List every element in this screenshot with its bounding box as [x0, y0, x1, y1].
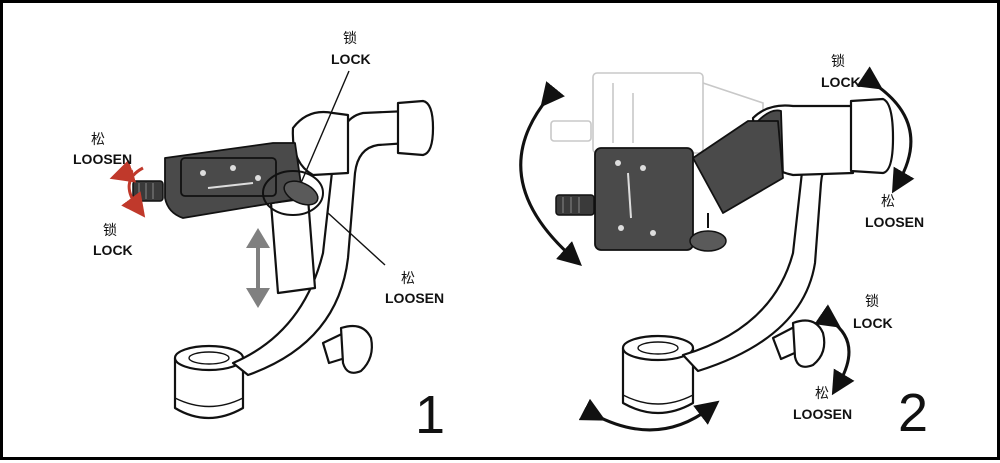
svg-text:锁: 锁 — [865, 294, 879, 310]
label-lock-base-2: 锁 LOCK — [853, 294, 893, 331]
svg-text:松: 松 — [881, 194, 895, 210]
svg-text:LOCK: LOCK — [853, 315, 893, 331]
panel-number-2: 2 — [898, 383, 928, 443]
svg-text:LOCK: LOCK — [821, 74, 861, 90]
panel-1: 松 LOOSEN 锁 LOCK 锁 LOCK 松 LOOSEN 1 — [73, 31, 445, 445]
panel-2: 锁 LOCK 松 LOOSEN 锁 LOCK 松 LOOSEN 2 — [519, 54, 928, 443]
svg-text:松: 松 — [815, 386, 829, 402]
base-cup-2 — [621, 334, 695, 414]
clamp-knob-1 — [132, 180, 164, 202]
base-cup-1 — [173, 344, 245, 419]
label-loosen-lever-1: 松 LOOSEN — [385, 271, 444, 306]
lever-knob-1 — [262, 170, 324, 216]
pan-arrow-2 — [578, 398, 720, 432]
rotate-arrow-top-2 — [856, 66, 915, 194]
svg-text:LOOSEN: LOOSEN — [385, 290, 444, 306]
svg-text:松: 松 — [401, 271, 415, 287]
gimbal-head-diagram: 松 LOOSEN 锁 LOCK 锁 LOCK 松 LOOSEN 1 — [73, 31, 928, 445]
label-lock-top-2: 锁 LOCK — [821, 54, 861, 90]
base-knob-1 — [321, 324, 373, 374]
svg-text:锁: 锁 — [103, 223, 117, 239]
label-loosen-top-2: 松 LOOSEN — [865, 194, 924, 230]
svg-text:锁: 锁 — [831, 54, 845, 70]
rotate-arrow-base-knob-2 — [814, 304, 855, 396]
svg-text:松: 松 — [91, 132, 105, 148]
rotate-arrow-clamp-1 — [121, 166, 146, 218]
clamp-2 — [594, 120, 784, 251]
svg-text:LOOSEN: LOOSEN — [73, 151, 132, 167]
svg-text:LOOSEN: LOOSEN — [865, 214, 924, 230]
tilt-arrow-2 — [519, 81, 582, 266]
label-loosen-base-2: 松 LOOSEN — [793, 386, 852, 422]
label-loosen-clamp-1: 松 LOOSEN — [73, 132, 132, 167]
svg-text:锁: 锁 — [343, 31, 357, 47]
svg-text:LOOSEN: LOOSEN — [793, 406, 852, 422]
clamp-knob-2 — [555, 194, 595, 216]
lever-knob-2 — [689, 213, 727, 252]
svg-text:LOCK: LOCK — [331, 51, 371, 67]
panel-number-1: 1 — [415, 385, 445, 445]
label-lock-clamp-1: 锁 LOCK — [93, 223, 133, 258]
svg-text:LOCK: LOCK — [93, 242, 133, 258]
label-lock-lever-1: 锁 LOCK — [331, 31, 371, 67]
up-down-arrow-1 — [246, 228, 270, 308]
